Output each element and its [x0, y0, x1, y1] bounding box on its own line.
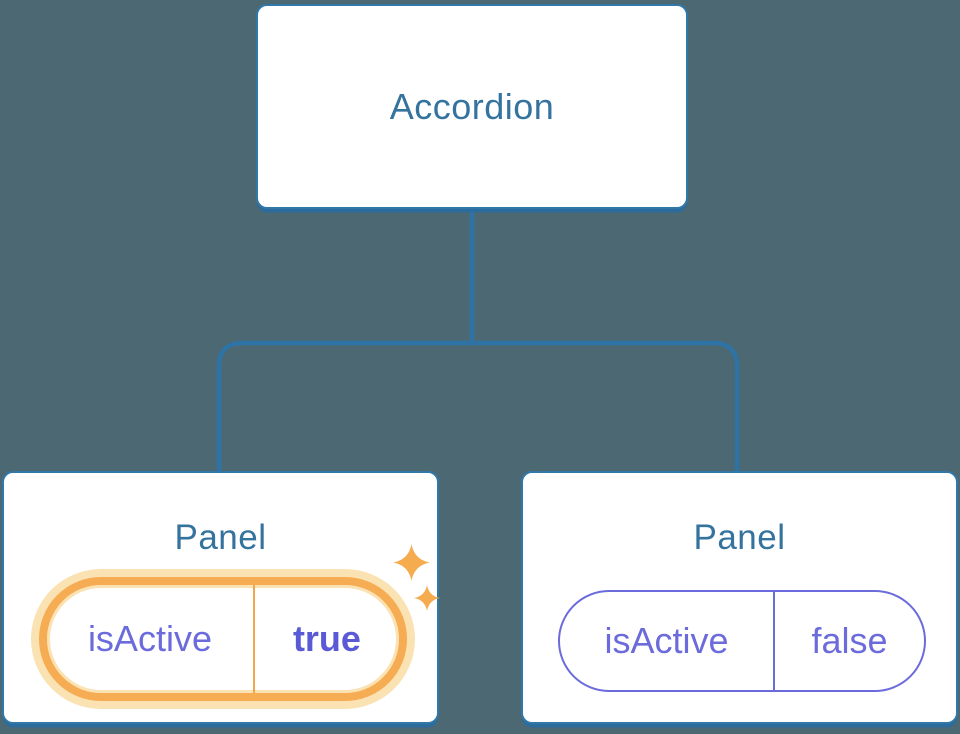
pill-divider — [252, 585, 255, 693]
panel-node-inactive: Panel isActive false — [521, 471, 958, 724]
accordion-node: Accordion — [256, 4, 688, 209]
prop-name-label: isActive — [604, 620, 729, 661]
accordion-node-label: Accordion — [389, 85, 555, 127]
sparkle-small — [414, 585, 440, 611]
prop-pill-inactive: isActive false — [558, 590, 926, 692]
panel-node-active: Panel isActive true — [2, 471, 440, 724]
panel-title-active: Panel — [174, 518, 267, 557]
pill-divider — [772, 592, 775, 690]
prop-name-label: isActive — [87, 618, 212, 659]
sparkle-large — [393, 544, 430, 581]
sparkles-icon — [393, 544, 440, 611]
prop-value-label: true — [292, 618, 361, 659]
connector-branch — [216, 340, 740, 472]
prop-value-label: false — [811, 620, 888, 661]
panel-title-inactive: Panel — [693, 518, 786, 557]
prop-pill-active: isActive true — [39, 577, 407, 701]
